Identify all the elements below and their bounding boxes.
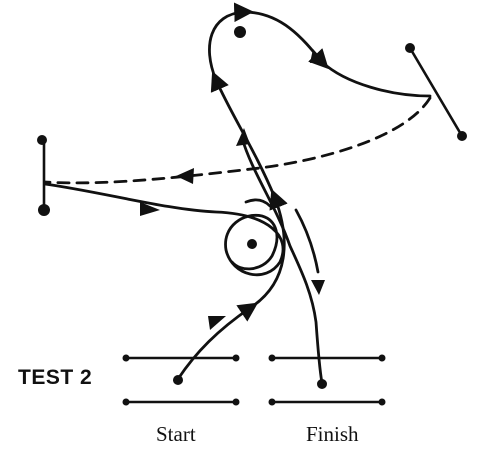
path-to-finish <box>240 136 324 385</box>
finish-gate-post <box>268 354 276 362</box>
start-gate-post <box>232 398 240 406</box>
finish-point <box>317 379 327 389</box>
right-marker-line <box>408 46 464 138</box>
test-title: TEST 2 <box>18 366 93 389</box>
arrow-right <box>310 49 325 63</box>
start-point <box>173 375 183 385</box>
start-gate-posts <box>122 354 240 406</box>
start-gate-lines <box>124 356 238 404</box>
right-marker-post <box>457 131 467 141</box>
path-left-marker-to-circle <box>43 182 285 277</box>
riding-path <box>43 2 432 385</box>
right-marker-post <box>405 43 415 53</box>
right-marker <box>405 43 467 141</box>
arrow-up <box>236 128 250 146</box>
finish-gate-post <box>268 398 276 406</box>
finish-label: Finish <box>306 422 359 446</box>
arrow-left-dashed <box>176 168 194 184</box>
top-cone <box>234 26 246 38</box>
start-label: Start <box>156 422 196 446</box>
arrow-right-lower <box>140 202 160 216</box>
start-gate-post <box>232 354 240 362</box>
finish-gate-lines <box>270 356 384 404</box>
path-right-to-left-marker-dashed <box>43 96 432 185</box>
path-circle-top-arc <box>244 198 272 208</box>
arrow-up-right <box>208 316 226 330</box>
finish-gate-post <box>378 398 386 406</box>
left-marker-post <box>37 135 47 145</box>
left-marker-post <box>38 204 50 216</box>
finish-gate-posts <box>268 354 386 406</box>
start-gate-post <box>122 354 130 362</box>
left-marker <box>37 135 50 216</box>
arrow-down <box>311 280 325 295</box>
start-gate-post <box>122 398 130 406</box>
center-cone <box>247 239 257 249</box>
finish-gate-post <box>378 354 386 362</box>
path-finish-approach <box>294 208 320 274</box>
path-arrows <box>140 49 325 330</box>
